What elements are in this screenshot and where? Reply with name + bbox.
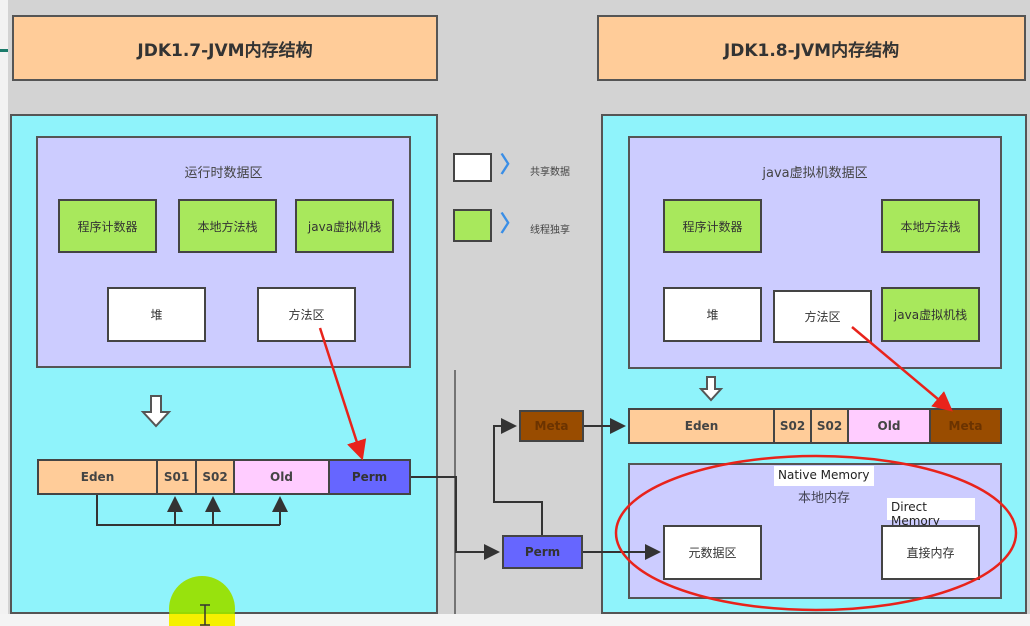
chevron-right-icon: 〉 (500, 153, 523, 178)
left-edge-strip (0, 0, 8, 626)
jdk17-method-area: 方法区 (257, 287, 356, 342)
jdk18-heap: 堆 (663, 287, 762, 342)
jdk18-method-area: 方法区 (773, 290, 872, 343)
jdk18-s02-b: S02 (812, 410, 849, 442)
metaspace-box: 元数据区 (663, 525, 762, 580)
native-memory-cn-label: 本地内存 (797, 491, 850, 506)
jdk17-heap-bar: Eden S01 S02 Old Perm (37, 459, 411, 495)
direct-memory-label: Direct Memory (887, 498, 975, 528)
jdk17-title: JDK1.7-JVM内存结构 (12, 15, 438, 81)
jdk17-region-title: 运行时数据区 (184, 166, 263, 181)
jdk17-old: Old (235, 461, 330, 493)
jdk17-eden: Eden (39, 461, 158, 493)
jdk17-perm: Perm (330, 461, 409, 493)
jdk17-java-vm-stack: java虚拟机栈 (295, 199, 394, 253)
jdk17-s02: S02 (197, 461, 235, 493)
jdk17-heap: 堆 (107, 287, 206, 342)
middle-meta-box: Meta (519, 410, 584, 442)
direct-memory-box: 直接内存 (881, 525, 980, 580)
jdk17-s01: S01 (158, 461, 197, 493)
legend-shared-swatch (453, 153, 492, 182)
bottom-strip (0, 614, 1030, 626)
jdk18-meta: Meta (931, 410, 1000, 442)
legend-private-label: 线程独享 (530, 225, 570, 236)
legend-shared-label: 共享数据 (530, 167, 570, 178)
left-edge-marker (0, 49, 8, 52)
jdk18-java-vm-stack: java虚拟机栈 (881, 287, 980, 342)
jdk18-s02-a: S02 (775, 410, 812, 442)
jdk18-eden: Eden (630, 410, 775, 442)
jdk17-native-method-stack: 本地方法栈 (178, 199, 277, 253)
perm-to-meta-connector (493, 418, 543, 535)
jdk18-old: Old (849, 410, 931, 442)
jdk18-heap-bar: Eden S02 S02 Old Meta (628, 408, 1002, 444)
jdk17-program-counter: 程序计数器 (58, 199, 157, 253)
middle-perm-box: Perm (502, 535, 583, 569)
jdk18-title: JDK1.8-JVM内存结构 (597, 15, 1026, 81)
legend-private-swatch (453, 209, 492, 242)
jdk18-region-title: java虚拟机数据区 (762, 166, 868, 181)
native-memory-label: Native Memory (774, 466, 874, 486)
jdk18-program-counter: 程序计数器 (663, 199, 762, 253)
jdk18-native-method-stack: 本地方法栈 (881, 199, 980, 253)
chevron-right-icon: 〉 (500, 212, 523, 237)
